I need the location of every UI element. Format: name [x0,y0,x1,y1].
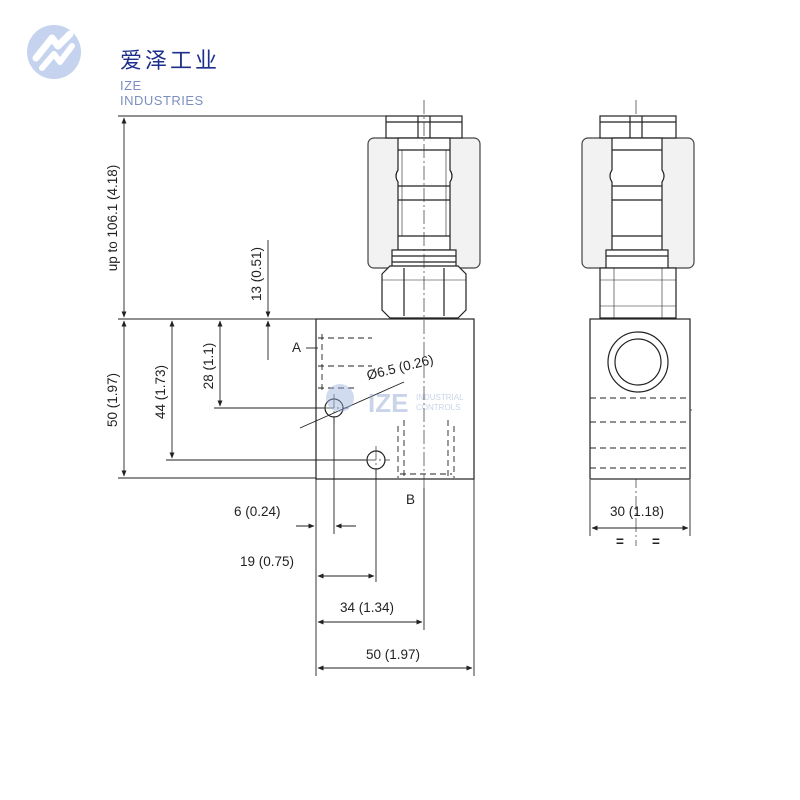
dim-19: 19 (0.75) [240,554,294,569]
port-b-label: B [406,492,415,507]
watermark-line2: CONTROLS [416,403,460,412]
symmetry-mark-right: = [652,534,660,549]
dim-6: 6 (0.24) [234,504,281,519]
dim-34: 34 (1.34) [340,600,394,615]
front-view [315,115,481,480]
watermark-line1: INDUSTRIAL [416,393,464,402]
logo-mark-icon [27,25,81,79]
dim-total-height: up to 106.1 (4.18) [105,165,120,272]
watermark-logo-icon [326,384,354,412]
dimension-lines [118,115,691,676]
side-view [581,115,695,480]
watermark: IZE INDUSTRIAL CONTROLS [326,384,464,418]
dim-50-width: 50 (1.97) [366,647,420,662]
dim-44: 44 (1.73) [153,365,168,419]
symmetry-mark-left: = [616,534,624,549]
dim-13: 13 (0.51) [249,247,264,301]
port-circle-inner [614,338,662,386]
brand-name-english: IZE INDUSTRIES [120,78,204,108]
dim-50-height: 50 (1.97) [105,373,120,427]
valve-body-side [589,318,691,480]
dim-30: 30 (1.18) [610,504,664,519]
port-circle-outer [607,331,669,393]
dim-28: 28 (1.1) [201,343,216,390]
company-logo: 爱泽工业 IZE INDUSTRIES [22,24,222,108]
watermark-main: IZE [368,388,408,418]
hex-nut-side [599,267,677,319]
port-a-label: A [292,340,301,355]
hex-nut [381,265,467,319]
brand-name-chinese: 爱泽工业 [120,49,221,74]
